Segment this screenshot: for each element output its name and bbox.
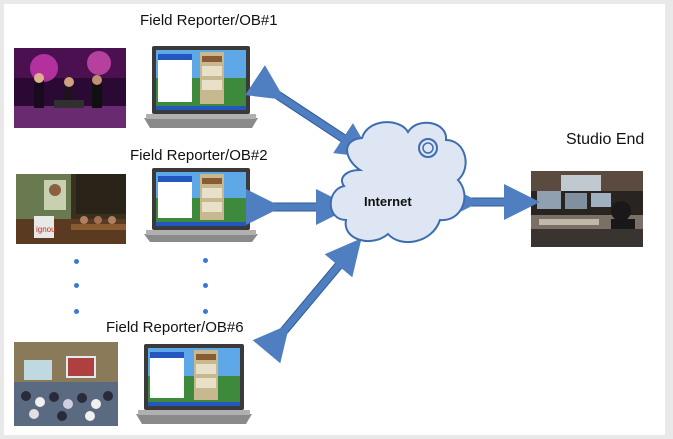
- ellipsis-dot: [74, 259, 79, 264]
- ellipsis-dot: [203, 283, 208, 288]
- reporter-1-label: Field Reporter/OB#1: [140, 12, 278, 29]
- ellipsis-dot: [74, 309, 79, 314]
- reporter-2-label: Field Reporter/OB#2: [130, 147, 268, 164]
- laptop-icon: [144, 166, 258, 244]
- svg-text:ignou: ignou: [36, 225, 56, 234]
- laptop-icon: [136, 342, 252, 426]
- ellipsis-dot: [203, 309, 208, 314]
- concert-stage-photo: [14, 48, 126, 128]
- ellipsis-dot: [203, 258, 208, 263]
- edge-reporter6-internet: [252, 238, 362, 364]
- laptop-icon: [144, 44, 258, 130]
- studio-control-room-photo: [531, 171, 643, 247]
- cloud-icon: [329, 121, 467, 243]
- edge-reporter1-internet: [245, 65, 374, 158]
- conference-photo: ignou: [16, 174, 126, 244]
- studio-end-label: Studio End: [566, 131, 645, 148]
- reporter-6-label: Field Reporter/OB#6: [106, 319, 244, 336]
- internet-label: Internet: [364, 194, 412, 209]
- ellipsis-dot: [74, 283, 79, 288]
- auditorium-photo: [14, 342, 118, 426]
